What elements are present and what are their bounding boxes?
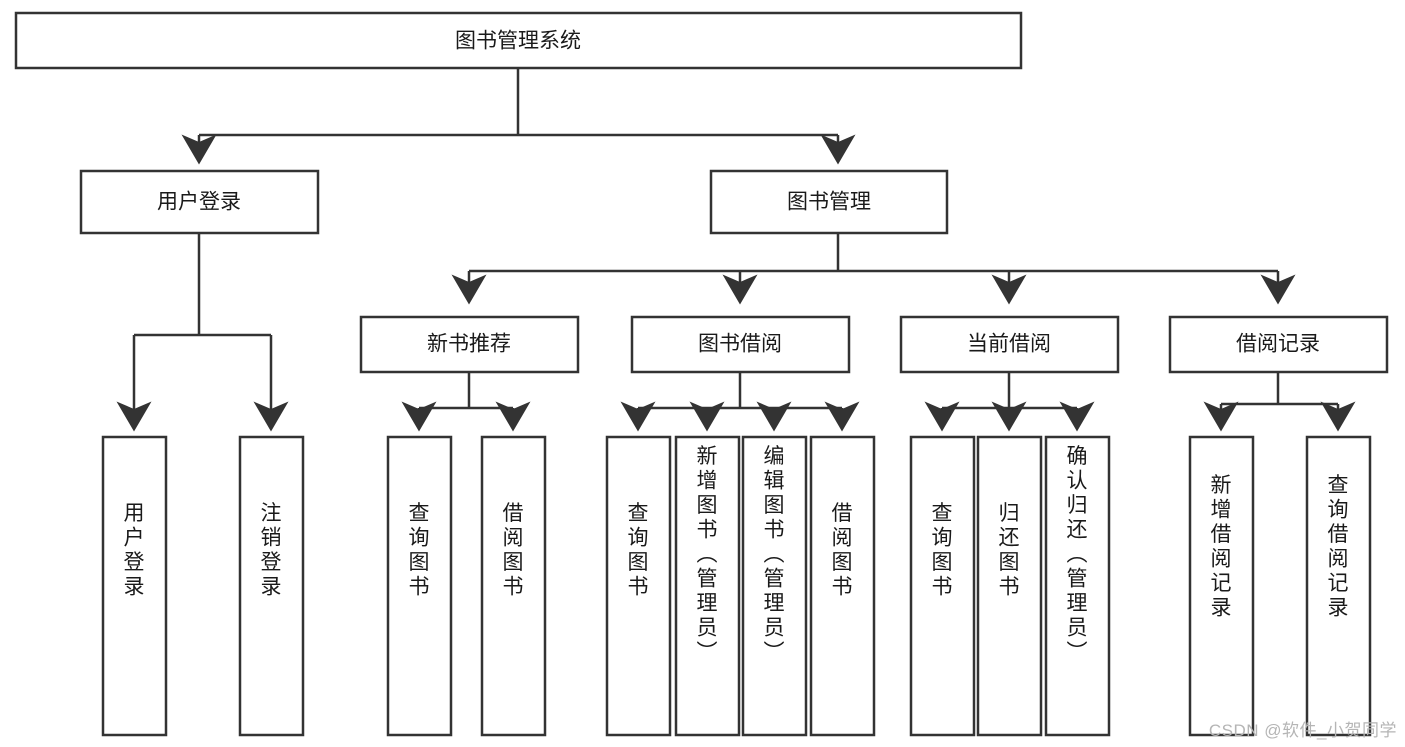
node-leaf-query-record[interactable]: 查询借阅记录 — [1305, 435, 1372, 737]
node-leaf-query-record-label: 查询借阅记录 — [1328, 474, 1349, 620]
node-leaf-return-book-label: 归还图书 — [999, 502, 1020, 599]
node-leaf-query-book-1-label: 查询图书 — [409, 502, 430, 599]
node-user-login-box[interactable] — [79, 169, 320, 235]
node-borrow[interactable]: 图书借阅 — [630, 315, 851, 374]
node-book-mgmt[interactable]: 图书管理 — [709, 169, 949, 235]
node-root[interactable]: 图书管理系统 — [14, 11, 1023, 70]
node-root-box[interactable] — [14, 11, 1023, 70]
node-current-label: 当前借阅 — [967, 333, 1051, 356]
node-leaf-query-book-3-box[interactable] — [909, 435, 976, 737]
node-leaf-confirm-return-box[interactable] — [1044, 435, 1111, 737]
node-leaf-query-book-2-label: 查询图书 — [628, 502, 649, 599]
node-leaf-edit-book[interactable]: 编辑图书︵管理员︶ — [741, 435, 808, 737]
node-current-box[interactable] — [899, 315, 1120, 374]
node-leaf-user-login[interactable]: 用户登录 — [101, 435, 168, 737]
node-book-mgmt-label: 图书管理 — [787, 191, 871, 214]
node-leaf-add-book[interactable]: 新增图书︵管理员︶ — [674, 435, 741, 737]
node-new-book[interactable]: 新书推荐 — [359, 315, 580, 374]
node-leaf-query-book-2[interactable]: 查询图书 — [605, 435, 672, 737]
node-leaf-add-book-label: 新增图书︵管理员︶ — [697, 445, 718, 664]
node-leaf-return-book[interactable]: 归还图书 — [976, 435, 1043, 737]
node-leaf-return-book-box[interactable] — [976, 435, 1043, 737]
node-record[interactable]: 借阅记录 — [1168, 315, 1389, 374]
node-leaf-borrow-book-1-label: 借阅图书 — [503, 502, 524, 599]
node-leaf-borrow-book-1[interactable]: 借阅图书 — [480, 435, 547, 737]
node-leaf-logout[interactable]: 注销登录 — [238, 435, 305, 737]
node-record-box[interactable] — [1168, 315, 1389, 374]
node-leaf-query-book-3-label: 查询图书 — [932, 502, 953, 599]
node-record-label: 借阅记录 — [1236, 333, 1320, 356]
node-new-book-box[interactable] — [359, 315, 580, 374]
node-user-login-label: 用户登录 — [157, 191, 241, 214]
node-new-book-label: 新书推荐 — [427, 333, 511, 356]
node-leaf-add-book-box[interactable] — [674, 435, 741, 737]
node-leaf-query-book-2-box[interactable] — [605, 435, 672, 737]
node-leaf-query-record-box[interactable] — [1305, 435, 1372, 737]
node-leaf-confirm-return-label: 确认归还︵管理员︶ — [1067, 445, 1088, 664]
node-leaf-add-record-box[interactable] — [1188, 435, 1255, 737]
node-leaf-user-login-label: 用户登录 — [124, 502, 145, 599]
node-leaf-edit-book-box[interactable] — [741, 435, 808, 737]
node-leaf-query-book-1-box[interactable] — [386, 435, 453, 737]
node-leaf-borrow-book-1-box[interactable] — [480, 435, 547, 737]
node-leaf-borrow-book-2[interactable]: 借阅图书 — [809, 435, 876, 737]
node-leaf-edit-book-label: 编辑图书︵管理员︶ — [764, 445, 785, 664]
node-leaf-query-book-3[interactable]: 查询图书 — [909, 435, 976, 737]
node-leaf-borrow-book-2-box[interactable] — [809, 435, 876, 737]
node-leaf-logout-label: 注销登录 — [261, 502, 282, 599]
node-leaf-add-record-label: 新增借阅记录 — [1211, 474, 1232, 620]
node-leaf-logout-box[interactable] — [238, 435, 305, 737]
node-leaf-query-book-1[interactable]: 查询图书 — [386, 435, 453, 737]
node-book-mgmt-box[interactable] — [709, 169, 949, 235]
node-user-login[interactable]: 用户登录 — [79, 169, 320, 235]
node-leaf-borrow-book-2-label: 借阅图书 — [832, 502, 853, 599]
node-borrow-box[interactable] — [630, 315, 851, 374]
edge-layer — [116, 68, 1356, 432]
node-leaf-add-record[interactable]: 新增借阅记录 — [1188, 435, 1255, 737]
node-root-label: 图书管理系统 — [455, 30, 581, 53]
node-leaf-confirm-return[interactable]: 确认归还︵管理员︶ — [1044, 435, 1111, 737]
node-borrow-label: 图书借阅 — [698, 333, 782, 356]
node-current[interactable]: 当前借阅 — [899, 315, 1120, 374]
node-leaf-user-login-box[interactable] — [101, 435, 168, 737]
